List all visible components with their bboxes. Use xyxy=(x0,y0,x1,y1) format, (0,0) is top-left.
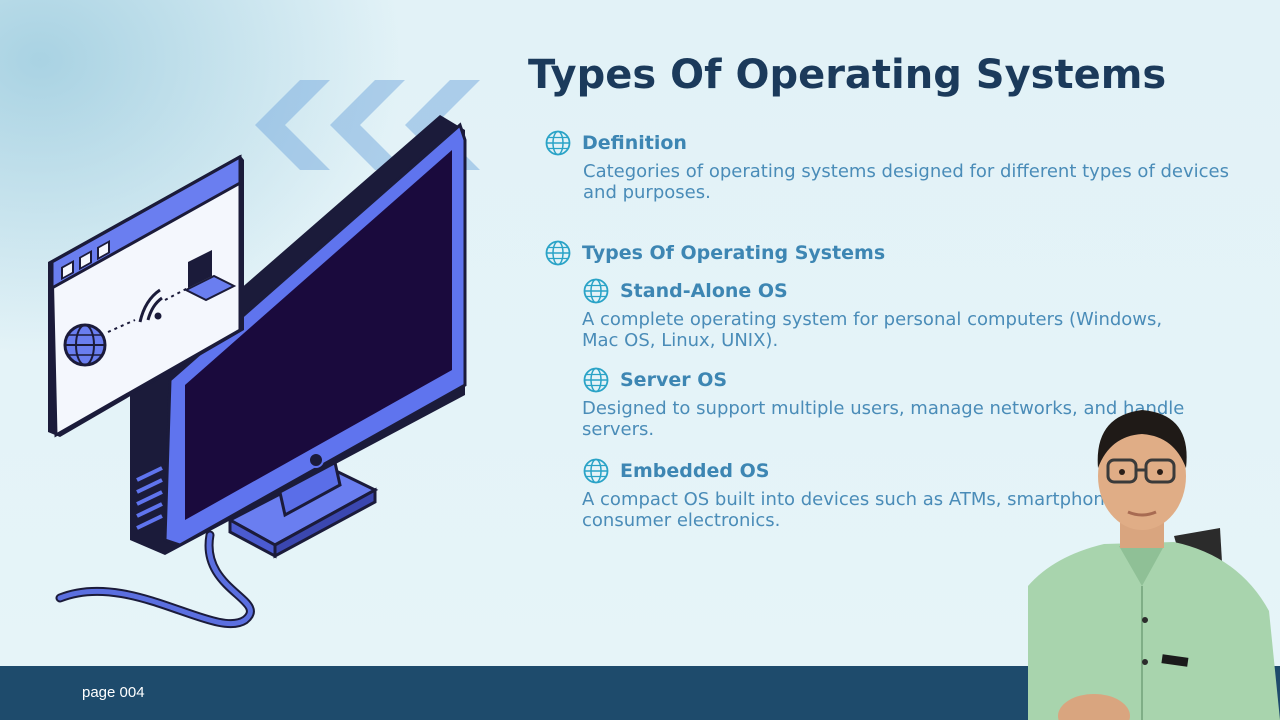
server-os-heading: Server OS xyxy=(620,369,728,391)
server-os-text: Designed to support multiple users, mana… xyxy=(582,398,1185,440)
subitem-stand-alone-os: Stand-Alone OS A complete operating syst… xyxy=(582,277,1242,351)
slide-title: Types Of Operating Systems xyxy=(528,52,1167,98)
computer-illustration xyxy=(48,80,480,629)
subitem-server-os: Server OS Designed to support multiple u… xyxy=(582,366,1242,440)
globe-icon xyxy=(583,278,609,304)
presenter-video-overlay xyxy=(1028,410,1280,720)
embedded-os-heading: Embedded OS xyxy=(620,460,770,482)
globe-icon xyxy=(583,458,609,484)
globe-icon xyxy=(545,130,571,156)
definition-section: Definition Categories of operating syste… xyxy=(544,129,1264,203)
globe-icon xyxy=(545,240,571,266)
stand-alone-os-text: A complete operating system for personal… xyxy=(582,309,1163,351)
types-section-heading: Types Of Operating Systems xyxy=(544,239,885,267)
subitem-embedded-os: Embedded OS A compact OS built into devi… xyxy=(582,457,1242,531)
definition-text: Categories of operating systems designed… xyxy=(583,161,1230,203)
definition-heading: Definition xyxy=(582,132,687,154)
types-heading: Types Of Operating Systems xyxy=(582,242,886,264)
embedded-os-text: A compact OS built into devices such as … xyxy=(582,489,1171,531)
stand-alone-os-heading: Stand-Alone OS xyxy=(620,280,788,302)
page-number: page 004 xyxy=(82,684,145,701)
browser-window-icon xyxy=(48,154,244,438)
globe-icon xyxy=(583,367,609,393)
